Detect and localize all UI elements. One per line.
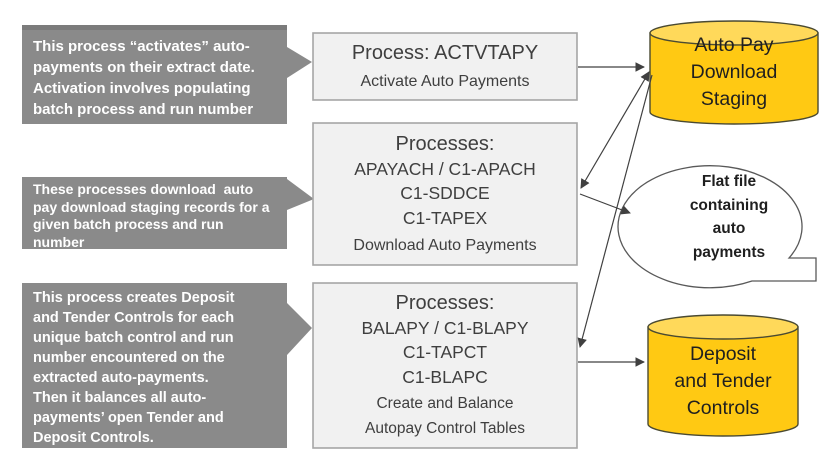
- callout-3-tail: [287, 303, 312, 355]
- arrow-download-to-flat-file: [579, 193, 631, 215]
- callout-2-text: These processes download auto pay downlo…: [33, 181, 270, 250]
- callout-1-text: This process “activates” auto- payments …: [33, 38, 255, 118]
- process-activate-text: Process: ACTVTAPY Activate Auto Payments: [313, 33, 577, 100]
- arrow-staging-to-balance: [577, 74, 653, 348]
- callout-1-tail: [287, 47, 312, 78]
- process-subtitle: Activate Auto Payments: [360, 73, 530, 90]
- controls-datastore-label: Deposit and Tender Controls: [674, 343, 772, 419]
- cylinder-top: [647, 314, 799, 340]
- process-codes: BALAPY / C1-BLAPY C1-TAPCT C1-BLAPC: [361, 317, 529, 387]
- process-title: Processes:: [395, 132, 495, 155]
- process-subtitle: Download Auto Payments: [353, 237, 537, 255]
- process-balance-text: Processes: BALAPY / C1-BLAPY C1-TAPCT C1…: [313, 283, 577, 448]
- flat-file-label: Flat file containing auto payments: [689, 173, 769, 261]
- callout-2-tail: [287, 179, 314, 210]
- staging-datastore-label: Auto Pay Download Staging: [690, 34, 778, 110]
- arrow-staging-download-bidirectional: [580, 71, 650, 189]
- callout-3-text: This process creates Deposit and Tender …: [33, 290, 235, 446]
- process-download-text: Processes: APAYACH / C1-APACH C1-SDDCE C…: [313, 123, 577, 265]
- process-codes: APAYACH / C1-APACH C1-SDDCE C1-TAPEX: [354, 158, 536, 228]
- process-title: Process: ACTVTAPY: [351, 42, 539, 64]
- top-rule: [22, 25, 287, 30]
- process-title: Processes:: [395, 291, 495, 314]
- process-subtitle: Create and Balance Autopay Control Table…: [365, 395, 525, 438]
